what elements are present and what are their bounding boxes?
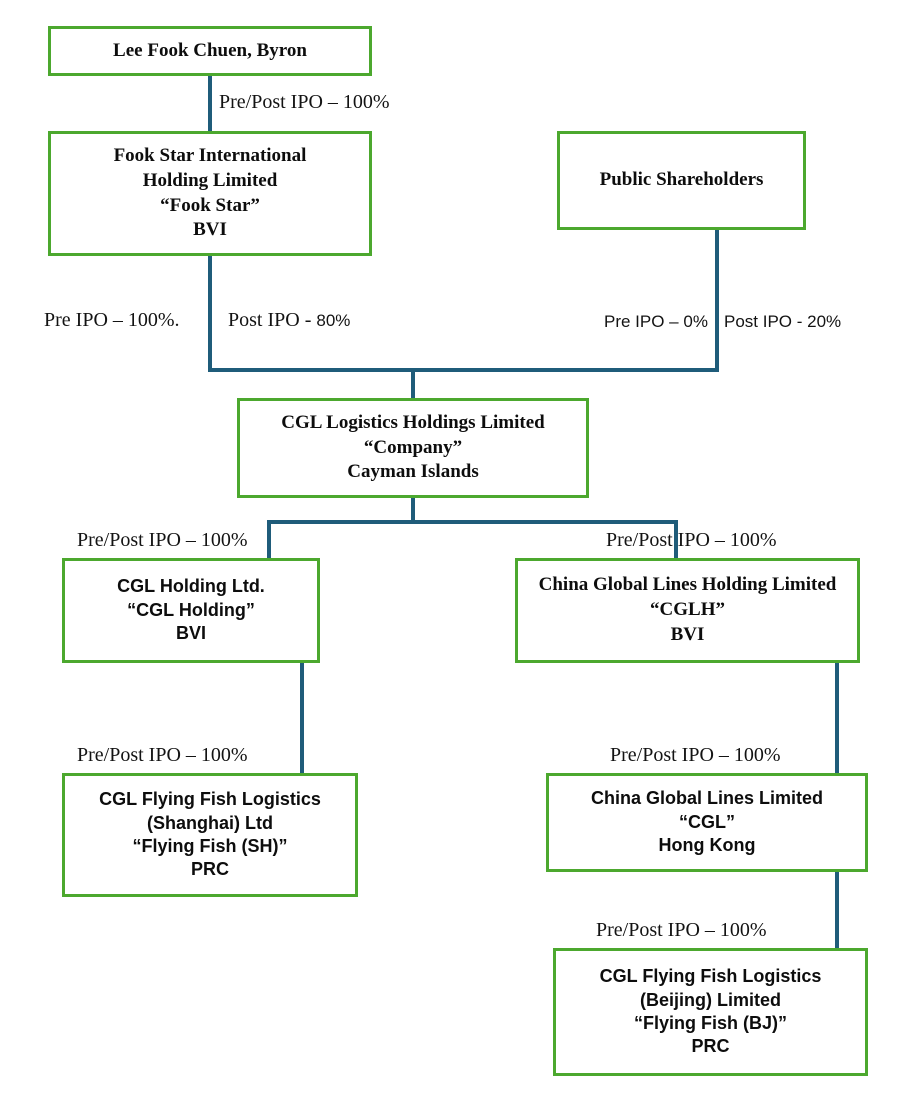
connector-cglhk-to-ffbj [835, 872, 839, 948]
node-line: CGL Logistics Holdings Limited [281, 411, 545, 433]
edge-label-fookstar-post-ipo: Post IPO - 80% [228, 310, 350, 330]
connector-company-stem [411, 498, 415, 524]
node-line: China Global Lines Holding Limited [538, 574, 837, 596]
edge-label-company-to-cglh: Pre/Post IPO – 100% [606, 529, 777, 551]
node-flying-fish-bj[interactable]: CGL Flying Fish Logistics (Beijing) Limi… [553, 948, 868, 1076]
connector-merge-stem [411, 368, 415, 398]
node-line: BVI [175, 623, 206, 644]
edge-label-cglholding-to-ffsh: Pre/Post IPO – 100% [77, 744, 248, 766]
node-company[interactable]: CGL Logistics Holdings Limited “Company”… [237, 398, 589, 498]
node-line: Hong Kong [658, 835, 756, 856]
edge-label-public-pre-ipo: Pre IPO – 0% [604, 312, 708, 331]
node-line: “Flying Fish (SH)” [132, 836, 288, 856]
edge-label-company-to-cglholding: Pre/Post IPO – 100% [77, 529, 248, 551]
node-fook-star[interactable]: Fook Star International Holding Limited … [48, 131, 372, 256]
edge-label-post-prefix: Post IPO - [228, 309, 317, 331]
edge-label-post-value: 80% [316, 311, 351, 330]
node-cgl-holding[interactable]: CGL Holding Ltd. “CGL Holding” BVI [62, 558, 320, 663]
connector-company-split-bar [267, 520, 678, 524]
edge-label-cglhk-to-ffbj: Pre/Post IPO – 100% [596, 919, 767, 941]
node-line: “CGL Holding” [127, 599, 255, 620]
connector-company-to-cglholding [267, 520, 271, 558]
node-line: CGL Flying Fish Logistics [99, 789, 321, 810]
node-line: PRC [691, 1036, 730, 1057]
node-line: “Flying Fish (BJ)” [634, 1013, 787, 1033]
node-line: “CGL” [679, 811, 735, 832]
node-line: CGL Flying Fish Logistics [599, 966, 822, 987]
node-line: Holding Limited [142, 169, 278, 191]
node-line: China Global Lines Limited [590, 788, 824, 809]
node-line: PRC [190, 859, 229, 880]
node-cglh[interactable]: China Global Lines Holding Limited “CGLH… [515, 558, 860, 663]
connector-company-to-cglh [674, 520, 678, 558]
connector-lee-to-fookstar [208, 75, 212, 133]
connector-merge-bar [208, 368, 719, 372]
connector-cglholding-to-ffsh [300, 663, 304, 773]
node-line: BVI [670, 623, 705, 645]
node-line: “Fook Star” [160, 194, 260, 216]
node-lee-fook-chuen[interactable]: Lee Fook Chuen, Byron [48, 26, 372, 76]
node-line: (Beijing) Limited [640, 989, 781, 1010]
node-line: Public Shareholders [599, 169, 764, 191]
edge-label-lee-to-fookstar: Pre/Post IPO – 100% [219, 91, 390, 113]
node-cgl-hk[interactable]: China Global Lines Limited “CGL” Hong Ko… [546, 773, 868, 872]
connector-fookstar-down [208, 256, 212, 372]
node-line: Cayman Islands [347, 461, 479, 483]
edge-label-fookstar-pre-ipo: Pre IPO – 100%. [44, 309, 180, 331]
node-line: CGL Holding Ltd. [117, 576, 265, 597]
node-line: (Shanghai) Ltd [147, 812, 273, 833]
node-line: Fook Star International [113, 145, 307, 167]
edge-label-public-post-ipo: Post IPO - 20% [724, 312, 842, 331]
node-line: “CGLH” [650, 599, 725, 621]
node-line: BVI [193, 219, 227, 241]
node-public-shareholders[interactable]: Public Shareholders [557, 131, 806, 230]
edge-label-cglh-to-cglhk: Pre/Post IPO – 100% [610, 744, 781, 766]
node-flying-fish-sh[interactable]: CGL Flying Fish Logistics (Shanghai) Ltd… [62, 773, 358, 897]
node-line: Lee Fook Chuen, Byron [113, 39, 307, 61]
node-line: “Company” [363, 436, 463, 458]
connector-public-down [715, 230, 719, 372]
connector-cglh-to-cglhk [835, 663, 839, 773]
